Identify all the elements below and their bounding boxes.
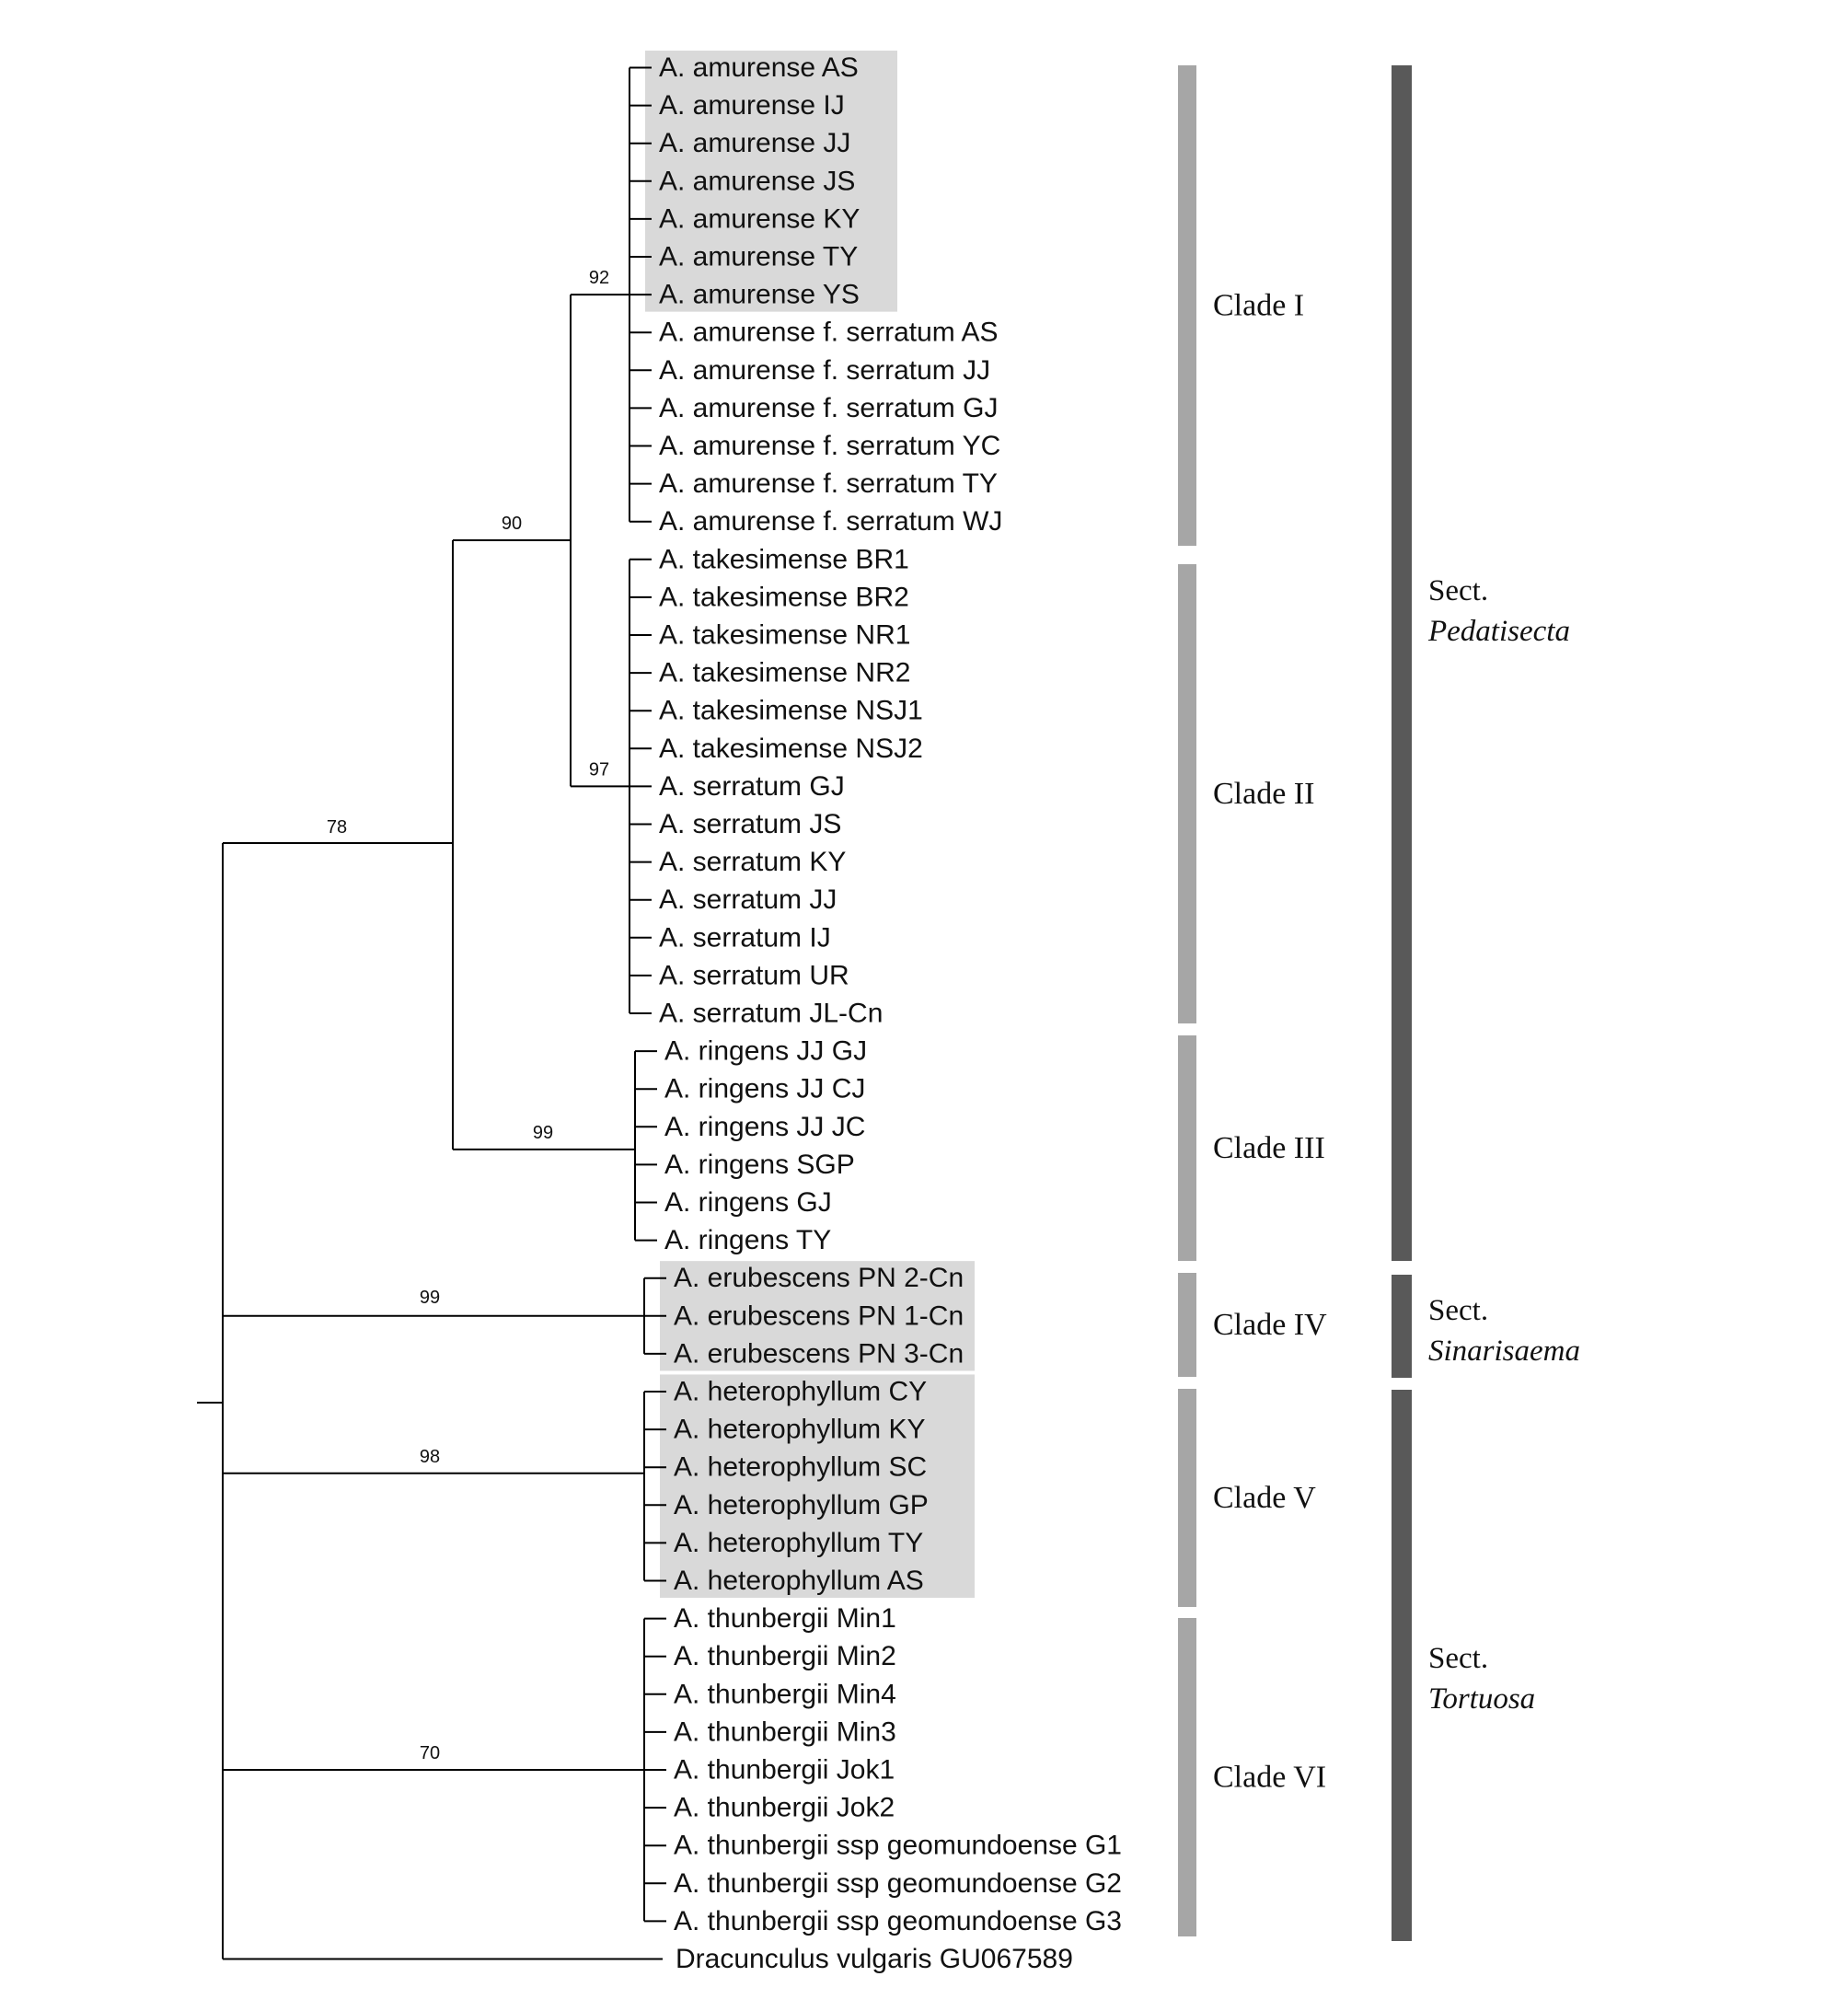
taxon-label: A. takesimense NSJ2	[659, 734, 923, 764]
taxon-label: A. amurense AS	[659, 52, 859, 83]
highlight-box	[645, 50, 897, 312]
bar-layer	[1178, 65, 1412, 1941]
highlight-box	[660, 1261, 975, 1371]
bootstrap-value: 97	[589, 759, 609, 780]
clade-label: Clade IV	[1213, 1308, 1327, 1342]
bootstrap-value: 92	[589, 268, 609, 288]
taxon-label: A. heterophyllum TY	[674, 1528, 923, 1558]
outgroup-label: Dracunculus vulgaris GU067589	[676, 1944, 1073, 1974]
taxon-label: A. erubescens PN 2-Cn	[674, 1263, 964, 1293]
taxon-label: A. thunbergii Min4	[674, 1679, 896, 1709]
clade-bar	[1178, 564, 1196, 1023]
taxon-label: A. serratum GJ	[659, 771, 845, 802]
taxon-label: A. thunbergii ssp geomundoense G1	[674, 1831, 1122, 1861]
taxon-label: A. takesimense BR1	[659, 544, 909, 574]
clade-label: Clade III	[1213, 1131, 1325, 1165]
taxon-label: A. amurense f. serratum WJ	[659, 506, 1002, 537]
taxon-label: A. ringens TY	[664, 1225, 831, 1255]
taxon-label: A. amurense JS	[659, 166, 855, 196]
clade-label: Clade VI	[1213, 1761, 1326, 1795]
section-label: Sect.	[1428, 1642, 1488, 1675]
taxon-label: A. amurense JJ	[659, 128, 850, 158]
label-layer: A. amurense AS A. amurense IJ A. amurense …	[327, 52, 1580, 1974]
taxon-label: A. erubescens PN 3-Cn	[674, 1338, 964, 1369]
taxon-label: A. serratum KY	[659, 847, 846, 877]
taxon-label: A. amurense IJ	[659, 90, 845, 121]
bootstrap-value: 90	[502, 514, 522, 534]
taxon-label: A. amurense f. serratum TY	[659, 468, 998, 499]
taxon-label: A. heterophyllum KY	[674, 1415, 925, 1445]
taxon-label: A. thunbergii Jok1	[674, 1755, 895, 1786]
taxon-label: A. heterophyllum AS	[674, 1566, 924, 1596]
taxon-label: A. amurense f. serratum JJ	[659, 355, 990, 386]
bootstrap-value: 99	[420, 1288, 440, 1308]
bootstrap-value: 70	[420, 1743, 440, 1763]
section-label: Sect.	[1428, 574, 1488, 607]
taxon-label: A. heterophyllum SC	[674, 1452, 927, 1483]
clade-bar	[1178, 1618, 1196, 1936]
section-label: Sect.	[1428, 1294, 1488, 1327]
highlight-layer	[645, 50, 975, 1599]
bootstrap-value: 78	[327, 817, 347, 838]
taxon-label: A. thunbergii Min1	[674, 1603, 896, 1634]
taxon-label: A. ringens JJ JC	[664, 1112, 865, 1142]
section-name: Sinarisaema	[1428, 1335, 1580, 1368]
taxon-label: A. ringens JJ CJ	[664, 1074, 865, 1104]
section-bar	[1392, 1390, 1412, 1941]
taxon-label: A. serratum UR	[659, 960, 849, 990]
highlight-box	[660, 1374, 975, 1599]
taxon-label: A. heterophyllum CY	[674, 1377, 927, 1407]
clade-bar	[1178, 65, 1196, 546]
section-name: Tortuosa	[1428, 1682, 1535, 1716]
taxon-label: A. amurense f. serratum YC	[659, 431, 1000, 461]
section-name: Pedatisecta	[1427, 615, 1570, 648]
clade-bar	[1178, 1389, 1196, 1607]
clade-label: Clade I	[1213, 289, 1304, 323]
taxon-label: A. amurense KY	[659, 203, 860, 234]
taxon-label: A. takesimense BR2	[659, 582, 909, 612]
taxon-label: A. ringens GJ	[664, 1187, 832, 1218]
clade-bar	[1178, 1273, 1196, 1377]
taxon-label: A. takesimense NSJ1	[659, 696, 923, 726]
taxon-label: A. amurense f. serratum AS	[659, 318, 998, 348]
taxon-label: A. amurense TY	[659, 242, 858, 272]
taxon-label: A. takesimense NR1	[659, 620, 910, 651]
taxon-label: A. thunbergii Jok2	[674, 1793, 895, 1823]
taxon-label: A. thunbergii Min3	[674, 1716, 896, 1747]
clade-bar	[1178, 1035, 1196, 1261]
taxon-label: A. thunbergii ssp geomundoense G3	[674, 1906, 1122, 1936]
branch-layer	[197, 66, 666, 1960]
taxon-label: A. serratum IJ	[659, 922, 831, 953]
taxon-label: A. heterophyllum GP	[674, 1490, 929, 1520]
clade-label: Clade II	[1213, 777, 1314, 811]
taxon-label: A. amurense f. serratum GJ	[659, 393, 998, 423]
taxon-label: A. serratum JS	[659, 809, 841, 839]
taxon-label: A. ringens JJ GJ	[664, 1036, 867, 1067]
taxon-label: A. ringens SGP	[664, 1150, 855, 1180]
bootstrap-value: 99	[533, 1123, 553, 1143]
bootstrap-value: 98	[420, 1447, 440, 1467]
section-bar	[1392, 65, 1412, 1261]
section-bar	[1392, 1275, 1412, 1378]
taxon-label: A. thunbergii Min2	[674, 1641, 896, 1671]
taxon-label: A. serratum JJ	[659, 884, 837, 915]
taxon-label: A. amurense YS	[659, 280, 860, 310]
taxon-label: A. takesimense NR2	[659, 658, 910, 688]
taxon-label: A. thunbergii ssp geomundoense G2	[674, 1868, 1122, 1899]
clade-label: Clade V	[1213, 1481, 1316, 1515]
taxon-label: A. erubescens PN 1-Cn	[674, 1300, 964, 1331]
taxon-label: A. serratum JL-Cn	[659, 999, 883, 1029]
